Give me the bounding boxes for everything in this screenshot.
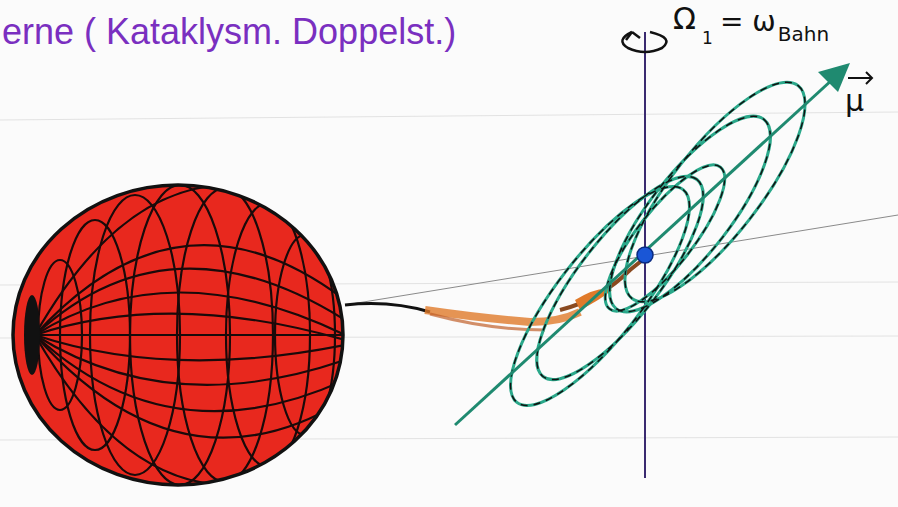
subscript: Bahn	[778, 24, 829, 44]
equals-omega: = ω	[720, 8, 776, 36]
donor-star	[13, 185, 345, 485]
omega-symbol: Ω	[673, 4, 696, 34]
center-line	[345, 215, 898, 305]
mu-symbol: μ	[845, 86, 864, 116]
magnetic-moment-arrow	[455, 63, 872, 425]
subscript: 1	[702, 30, 713, 47]
heading: erne ( Kataklysm. Doppelst.)	[2, 14, 456, 50]
white-dwarf	[637, 247, 653, 263]
rotation-arrow	[622, 32, 666, 52]
field-lines	[484, 59, 833, 429]
